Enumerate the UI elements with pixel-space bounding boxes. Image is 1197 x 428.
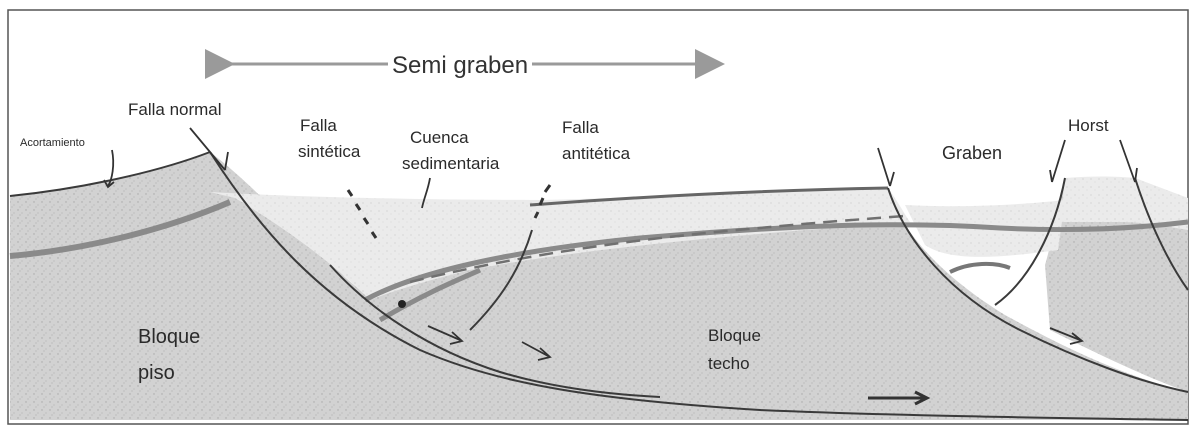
graben-fault-arrow [878, 148, 894, 186]
semi-graben-label: Semi graben [388, 52, 532, 80]
horst-label: Horst [1068, 116, 1109, 136]
graben-label: Graben [942, 143, 1002, 164]
fault-marker-dot [398, 300, 406, 308]
graben-layer [950, 264, 1010, 272]
bloque-piso-label-1: Bloque [138, 326, 200, 349]
falla-sintetica-label-1: Falla [300, 116, 337, 136]
bloque-techo-label-1: Bloque [708, 326, 761, 346]
falla-normal-label: Falla normal [128, 100, 222, 120]
horst-right-arrow [1120, 140, 1137, 182]
bloque-piso-label-2: piso [138, 362, 175, 385]
falla-antitetica-label-2: antitética [562, 144, 630, 164]
falla-sintetica-label-2: sintética [298, 142, 360, 162]
cuenca-label-1: Cuenca [410, 128, 469, 148]
bloque-techo-label-2: techo [708, 354, 750, 374]
acortamiento-label: Acortamiento [20, 137, 85, 150]
cuenca-label-2: sedimentaria [402, 154, 499, 174]
horst-left-arrow [1050, 140, 1065, 182]
falla-antitetica-label-1: Falla [562, 118, 599, 138]
